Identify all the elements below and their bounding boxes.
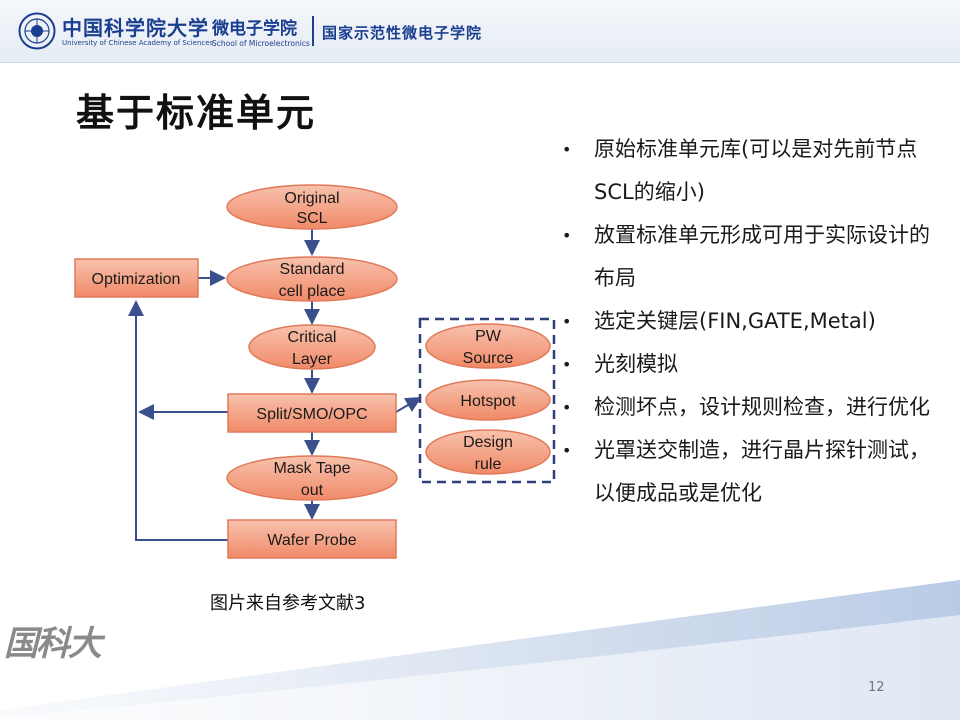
- label-hotspot: Hotspot: [460, 393, 516, 410]
- bottom-watermark-logo: 国科大: [4, 624, 102, 664]
- label-place-1: Standard: [280, 261, 345, 278]
- label-pw-2: Source: [463, 350, 514, 367]
- label-design-2: rule: [475, 456, 502, 473]
- demo-school-label: 国家示范性微电子学院: [322, 24, 483, 42]
- bullet-item: •放置标准单元形成可用于实际设计的布局: [560, 214, 942, 300]
- university-name-cn: 中国科学院大学: [62, 16, 209, 40]
- label-critical-1: Critical: [288, 329, 337, 346]
- node-mask-tape-out: [226, 455, 398, 501]
- node-hotspot: [425, 379, 551, 421]
- diagram-connectors: [128, 229, 422, 541]
- label-wafer: Wafer Probe: [267, 532, 356, 549]
- node-original-scl: [226, 184, 398, 230]
- node-wafer-probe: [227, 519, 397, 559]
- bottom-swoosh-decoration: [0, 580, 960, 720]
- node-design-rule: [425, 429, 551, 475]
- bullet-dot-icon: •: [562, 355, 572, 374]
- bullet-dot-icon: •: [562, 226, 572, 245]
- label-original-1: Original: [284, 190, 339, 207]
- node-optimization: [74, 258, 199, 298]
- node-split-smo-opc: [227, 393, 397, 433]
- label-mask-2: out: [301, 482, 324, 499]
- page-number: 12: [868, 680, 885, 695]
- bullet-dot-icon: •: [562, 312, 572, 331]
- node-standard-cell-place: [226, 256, 398, 302]
- label-mask-1: Mask Tape: [273, 460, 350, 477]
- bullet-item: •光罩送交制造，进行晶片探针测试，以便成品或是优化: [560, 429, 942, 515]
- label-optimization: Optimization: [92, 271, 181, 288]
- node-pw-source: [425, 323, 551, 369]
- label-original-2: SCL: [296, 210, 327, 227]
- university-seal-icon: [18, 12, 56, 50]
- header-bar: 中国科学院大学 University of Chinese Academy of…: [0, 0, 960, 63]
- bullet-dot-icon: •: [562, 398, 572, 417]
- bullet-dot-icon: •: [562, 441, 572, 460]
- label-pw-1: PW: [475, 328, 502, 345]
- check-group-box: [418, 317, 556, 484]
- label-split: Split/SMO/OPC: [256, 406, 367, 423]
- label-place-2: cell place: [279, 283, 346, 300]
- header-divider: [312, 16, 314, 46]
- bullet-item: •原始标准单元库(可以是对先前节点SCL的缩小): [560, 128, 942, 214]
- node-critical-layer: [248, 324, 376, 370]
- slide-title: 基于标准单元: [76, 91, 317, 135]
- bullet-item: •检测坏点，设计规则检查，进行优化: [560, 386, 942, 429]
- label-design-1: Design: [463, 434, 513, 451]
- bullet-dot-icon: •: [562, 140, 572, 159]
- bullet-list: •原始标准单元库(可以是对先前节点SCL的缩小) •放置标准单元形成可用于实际设…: [560, 128, 942, 515]
- label-critical-2: Layer: [292, 351, 333, 368]
- school-name-cn: 微电子学院: [212, 19, 297, 39]
- school-name-en: School of Microelectronics: [212, 39, 310, 48]
- bullet-item: •光刻模拟: [560, 343, 942, 386]
- university-name-en: University of Chinese Academy of Science…: [62, 39, 214, 47]
- figure-caption: 图片来自参考文献3: [210, 593, 366, 614]
- arrow-split-to-checks: [395, 396, 422, 413]
- bullet-item: •选定关键层(FIN,GATE,Metal): [560, 300, 942, 343]
- arrow-wafer-to-optimization: [128, 300, 228, 541]
